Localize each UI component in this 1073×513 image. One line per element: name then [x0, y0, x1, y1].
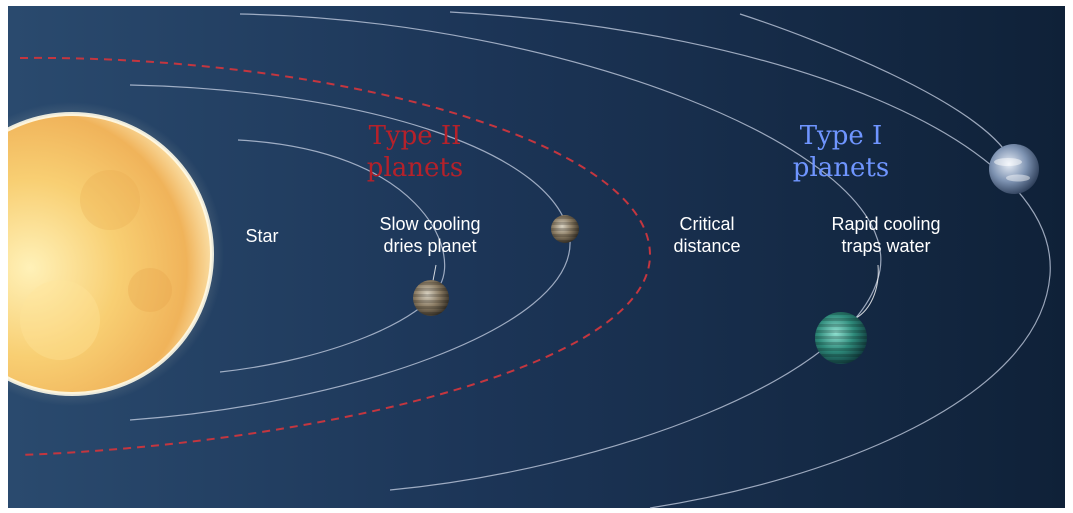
orbit-3 — [239, 13, 882, 491]
planet-cloudy-icon — [989, 144, 1039, 194]
orbit-1 — [219, 139, 446, 373]
type-one-title: Type I planets — [792, 121, 890, 183]
type-two-title: Type II planets — [366, 121, 464, 183]
planet-brown-icon — [413, 280, 449, 316]
planet-small-brown-icon — [551, 215, 579, 243]
rapid-cooling-leader — [855, 264, 879, 319]
orbit-4 — [449, 11, 1051, 509]
planet-ocean-icon — [815, 312, 867, 364]
rapid-cooling-label: Rapid cooling traps water — [831, 214, 941, 256]
critical-distance-label: Critical distance — [673, 214, 741, 256]
star-icon — [0, 102, 224, 406]
orbit-5 — [739, 13, 1016, 171]
slow-cooling-label: Slow cooling dries planet — [379, 214, 481, 256]
star-label: Star — [245, 226, 279, 246]
